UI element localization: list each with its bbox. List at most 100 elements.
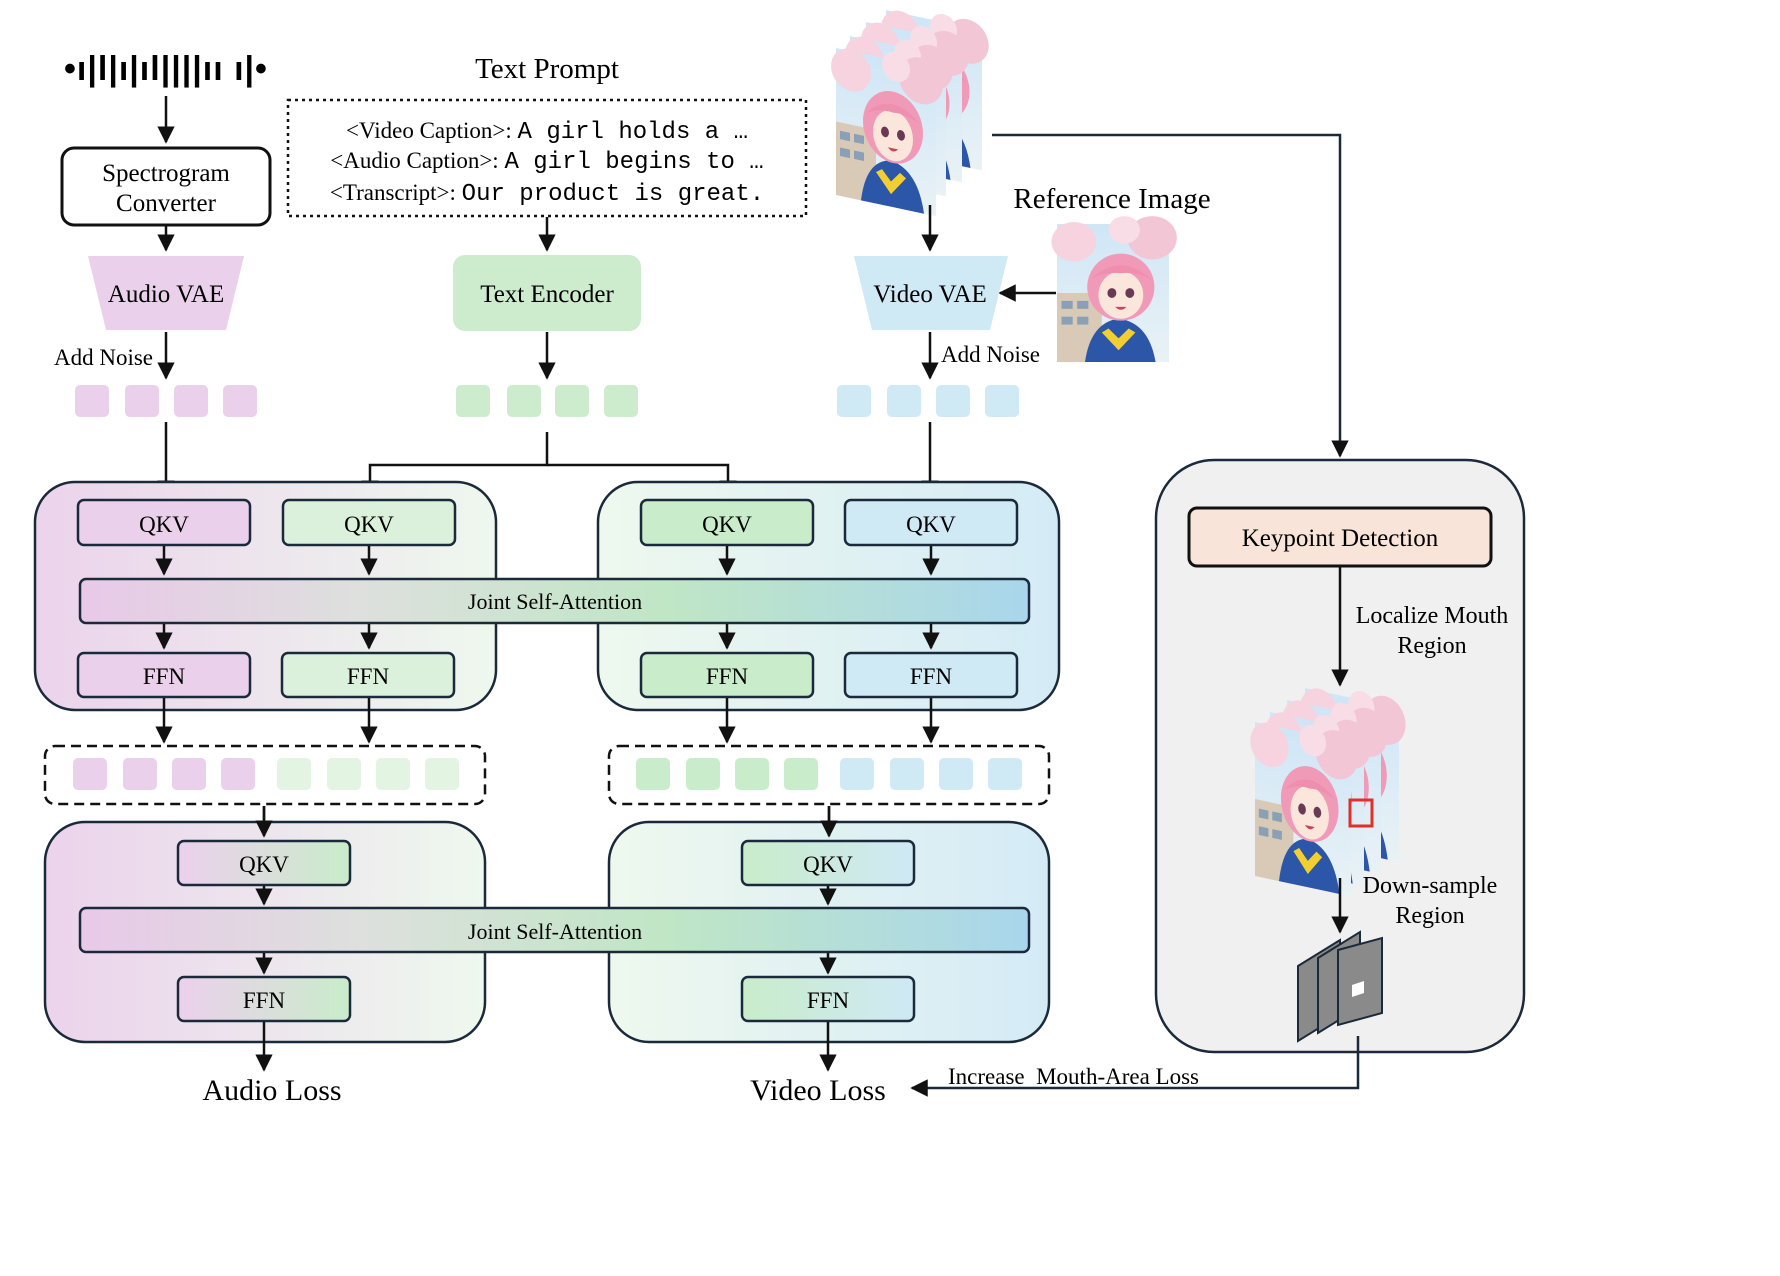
- text-video-token-group: [607, 744, 1051, 806]
- audio-token: [73, 758, 107, 790]
- text-qkv-box: [281, 498, 457, 547]
- spectrogram-converter-label-2: Converter: [116, 190, 217, 217]
- joint-self-attention-block-1: [78, 577, 1031, 625]
- text-qkv-label: QKV: [702, 512, 752, 537]
- spectrogram-converter-label: Spectrogram: [102, 160, 230, 187]
- audio-token: [125, 385, 159, 417]
- audio-text-token-group: [43, 744, 487, 806]
- joint-self-attention-label-2: Joint Self-Attention: [468, 919, 642, 944]
- text-ffn-box: [280, 651, 456, 699]
- keypoint-detection-box: [1187, 506, 1493, 568]
- audio-caption-text: A girl begins to …: [504, 149, 763, 176]
- video-vae-label: Video VAE: [873, 281, 987, 308]
- text-encoder-label: Text Encoder: [480, 281, 614, 308]
- text-token: [376, 758, 410, 790]
- increase-mouth-loss-label: Increase Mouth-Area Loss: [948, 1064, 1199, 1089]
- block2-right-qkv-label: QKV: [803, 852, 853, 877]
- video-ffn-label: FFN: [910, 664, 953, 689]
- text-prompt-box: [286, 98, 808, 218]
- video-caption-tag: <Video Caption>:: [346, 118, 512, 143]
- audio-token: [223, 385, 257, 417]
- text-token: [604, 385, 638, 417]
- audio-caption-tag: <Audio Caption>:: [330, 148, 498, 173]
- downsample-label: Down-sample: [1363, 873, 1498, 899]
- keypoint-detection-label: Keypoint Detection: [1242, 525, 1439, 552]
- video-token: [840, 758, 874, 790]
- text-encoder-block: Text Encoder: [453, 255, 641, 331]
- audio-waveform-icon: •ı|l|ı|ıl||||ıı ı|•: [64, 50, 268, 88]
- audio-vae-label: Audio VAE: [108, 281, 224, 308]
- localize-mouth-label: Localize Mouth: [1356, 603, 1509, 629]
- video-token: [837, 385, 871, 417]
- video-caption-line: <Video Caption>: A girl holds a …: [346, 118, 748, 146]
- text-ffn-label: FFN: [347, 664, 390, 689]
- mouth-frames-stack: [1250, 678, 1406, 898]
- text-token: [327, 758, 361, 790]
- video-ffn-box: [843, 651, 1019, 699]
- video-token: [939, 758, 973, 790]
- audio-token: [123, 758, 157, 790]
- video-token: [890, 758, 924, 790]
- video-add-noise-label: Add Noise: [941, 342, 1040, 367]
- spectrogram-converter-box: Spectrogram Converter: [60, 146, 272, 227]
- block1-ffn-row: FFN FFN FFN FFN: [76, 651, 1019, 699]
- audio-token: [172, 758, 206, 790]
- audio-ffn-label: FFN: [143, 664, 186, 689]
- transcript-text: Our product is great.: [462, 181, 764, 208]
- video-caption-text: A girl holds a …: [518, 119, 748, 146]
- block2-left-ffn-label: FFN: [243, 988, 286, 1013]
- audio-add-noise-label: Add Noise: [54, 345, 153, 370]
- text-qkv-box: [639, 498, 815, 547]
- block2-right-qkv-box: [740, 839, 916, 887]
- text-token: [636, 758, 670, 790]
- block1-qkv-row: QKV QKV QKV QKV: [76, 498, 1019, 547]
- video-tokens: [837, 385, 1019, 417]
- video-token: [985, 385, 1019, 417]
- video-token: [988, 758, 1022, 790]
- block2-right-ffn-label: FFN: [807, 988, 850, 1013]
- block2-left-qkv-label: QKV: [239, 852, 289, 877]
- text-token: [686, 758, 720, 790]
- text-qkv-label: QKV: [344, 512, 394, 537]
- text-token: [456, 385, 490, 417]
- block2-left-ffn-box: [176, 975, 352, 1023]
- video-token: [887, 385, 921, 417]
- downsample-label-2: Region: [1395, 903, 1464, 929]
- audio-token: [75, 385, 109, 417]
- audio-qkv-label: QKV: [139, 512, 189, 537]
- reference-image-label: Reference Image: [1013, 183, 1210, 215]
- text-token: [507, 385, 541, 417]
- audio-loss-label: Audio Loss: [202, 1074, 341, 1107]
- downsampled-mask-stack: [1297, 930, 1383, 1043]
- text-tokens: [456, 385, 638, 417]
- audio-vae-block: Audio VAE: [88, 256, 244, 330]
- text-token: [735, 758, 769, 790]
- text-token: [425, 758, 459, 790]
- video-token: [936, 385, 970, 417]
- audio-qkv-box: [76, 498, 252, 547]
- text-prompt-title: Text Prompt: [475, 53, 619, 85]
- text-ffn-box: [639, 651, 815, 699]
- transcript-line: <Transcript>: Our product is great.: [330, 180, 764, 208]
- audio-tokens: [75, 385, 257, 417]
- video-qkv-box: [843, 498, 1019, 547]
- block2-left-qkv-box: [176, 839, 352, 887]
- video-loss-label: Video Loss: [750, 1074, 886, 1107]
- mouth-region-highlight: [1348, 798, 1374, 828]
- text-token: [555, 385, 589, 417]
- audio-token: [221, 758, 255, 790]
- video-vae-block: Video VAE: [854, 256, 1008, 330]
- text-token: [277, 758, 311, 790]
- joint-self-attention-label: Joint Self-Attention: [468, 589, 642, 614]
- audio-token: [174, 385, 208, 417]
- video-frames-stack: [831, 0, 989, 218]
- text-token: [784, 758, 818, 790]
- audio-ffn-box: [76, 651, 252, 699]
- block2-right-ffn-box: [740, 975, 916, 1023]
- audio-caption-line: <Audio Caption>: A girl begins to …: [330, 148, 763, 176]
- joint-self-attention-block-2: [78, 906, 1031, 954]
- video-qkv-label: QKV: [906, 512, 956, 537]
- reference-image: [1051, 216, 1177, 363]
- text-ffn-label: FFN: [706, 664, 749, 689]
